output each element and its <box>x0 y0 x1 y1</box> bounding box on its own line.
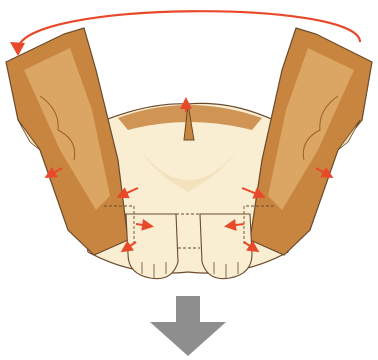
down-arrow-icon <box>150 296 226 356</box>
left-leg-piece <box>6 28 128 255</box>
right-leg-piece <box>250 28 372 255</box>
